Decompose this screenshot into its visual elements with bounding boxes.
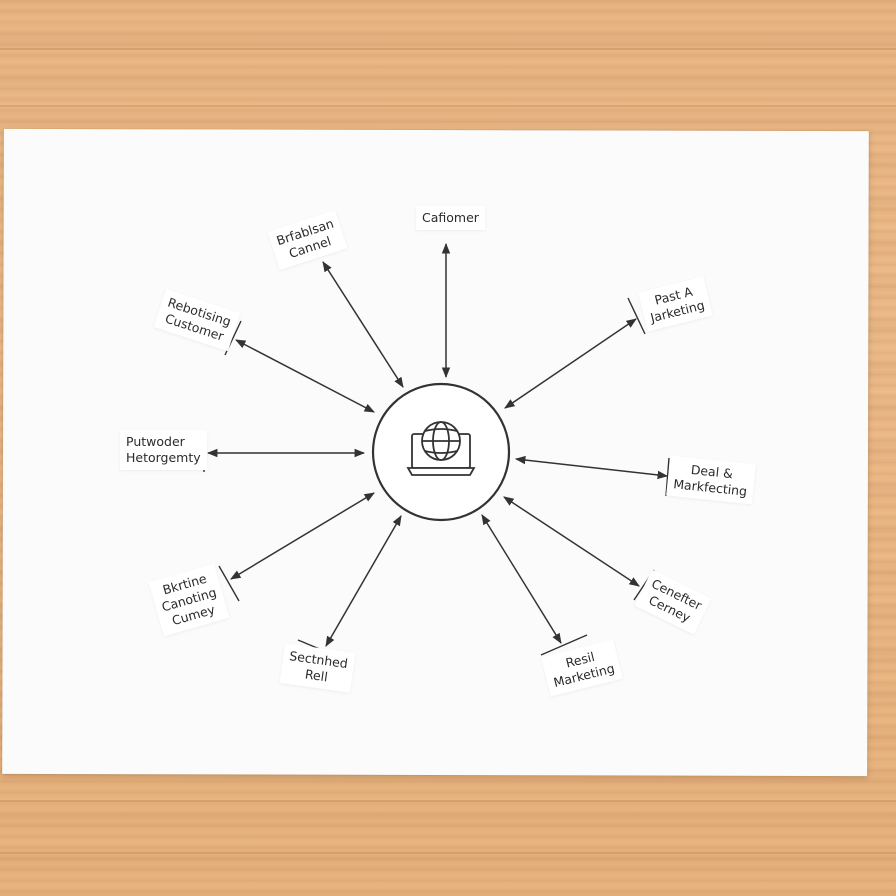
node-customer: Cafiomer (416, 206, 485, 230)
arrow-retail-marketing (481, 514, 562, 644)
node-product-heterogeneity: Putwoder Hetorgemty (120, 430, 207, 470)
arrow-past-marketing (504, 318, 637, 409)
globe-laptop-icon (406, 421, 476, 476)
arrow-deal-marketing (514, 455, 669, 480)
arrow-searched-retail (325, 515, 402, 647)
node-customer-line-1: Cafiomer (422, 210, 479, 225)
wood-seam (0, 852, 896, 854)
wood-seam (0, 48, 896, 50)
wood-seam (0, 105, 896, 107)
wood-seam (0, 800, 896, 802)
label-tick (218, 565, 240, 602)
label-tick (627, 297, 646, 335)
node-product-heterogeneity-line-1: Putwoder (126, 434, 185, 449)
arrow-retaining-customer (235, 339, 375, 413)
node-product-heterogeneity-line-2: Hetorgemty (126, 450, 201, 465)
arrow-buying-journey (230, 492, 375, 580)
label-tick (540, 634, 588, 656)
arrow-customer-journey (503, 496, 640, 587)
arrow-brand-channel (322, 261, 404, 388)
